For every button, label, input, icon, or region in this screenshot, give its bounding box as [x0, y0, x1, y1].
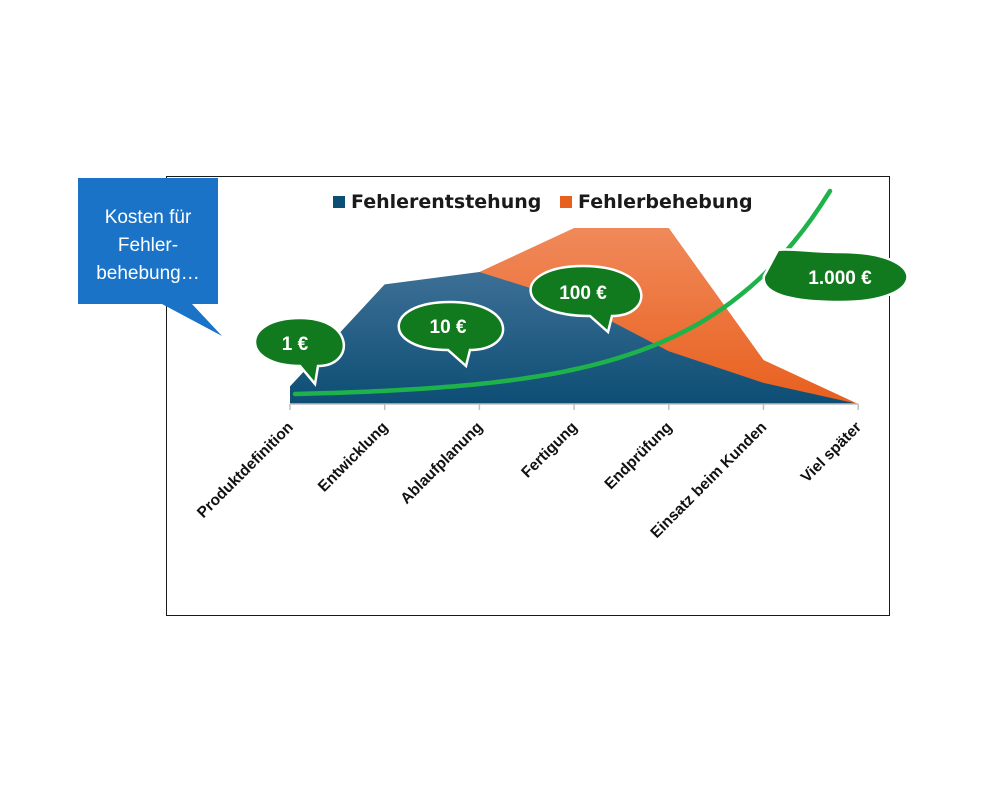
cost-bubble-shape: [397, 300, 505, 369]
x-tick-label: Viel später: [798, 419, 865, 486]
x-tick-label: Ablaufplanung: [397, 419, 486, 508]
legend-label-fehlerbehebung: Fehlerbehebung: [578, 191, 753, 213]
cost-bubble-10: 10 €: [397, 300, 505, 369]
cost-label-100: 100 €: [559, 283, 607, 304]
x-tick-label: Fertigung: [518, 419, 581, 482]
cost-bubble-1: 1 €: [254, 316, 345, 387]
cost-curve: [292, 188, 833, 397]
legend-label-fehlerentstehung: Fehlerentstehung: [351, 191, 541, 213]
cost-bubble-100: 100 €: [529, 264, 643, 335]
callout-box: [78, 178, 222, 336]
legend-swatch-fehlerentstehung: [333, 196, 345, 208]
callout-line-1: Kosten für: [105, 207, 192, 228]
cost-label-1000: 1.000 €: [808, 268, 872, 289]
cost-label-1: 1 €: [282, 334, 309, 355]
legend: Fehlerentstehung Fehlerbehebung: [333, 191, 753, 213]
cost-bubble-1000: 1.000 €: [762, 248, 909, 304]
cost-bubble-shape: [254, 316, 345, 387]
cost-bubble-shape: [762, 248, 909, 304]
cost-label-10: 10 €: [430, 317, 467, 338]
cost-callout: Kosten für Fehler- behebung…: [78, 178, 222, 336]
legend-swatch-fehlerbehebung: [560, 196, 572, 208]
x-tick-label: Produktdefinition: [194, 419, 297, 522]
x-tick-label: Endprüfung: [602, 419, 676, 493]
callout-line-2: Fehler-: [118, 235, 178, 256]
cost-bubble-shape: [529, 264, 643, 335]
x-tick-label: Entwicklung: [315, 419, 392, 496]
callout-line-3: behebung…: [96, 263, 200, 284]
